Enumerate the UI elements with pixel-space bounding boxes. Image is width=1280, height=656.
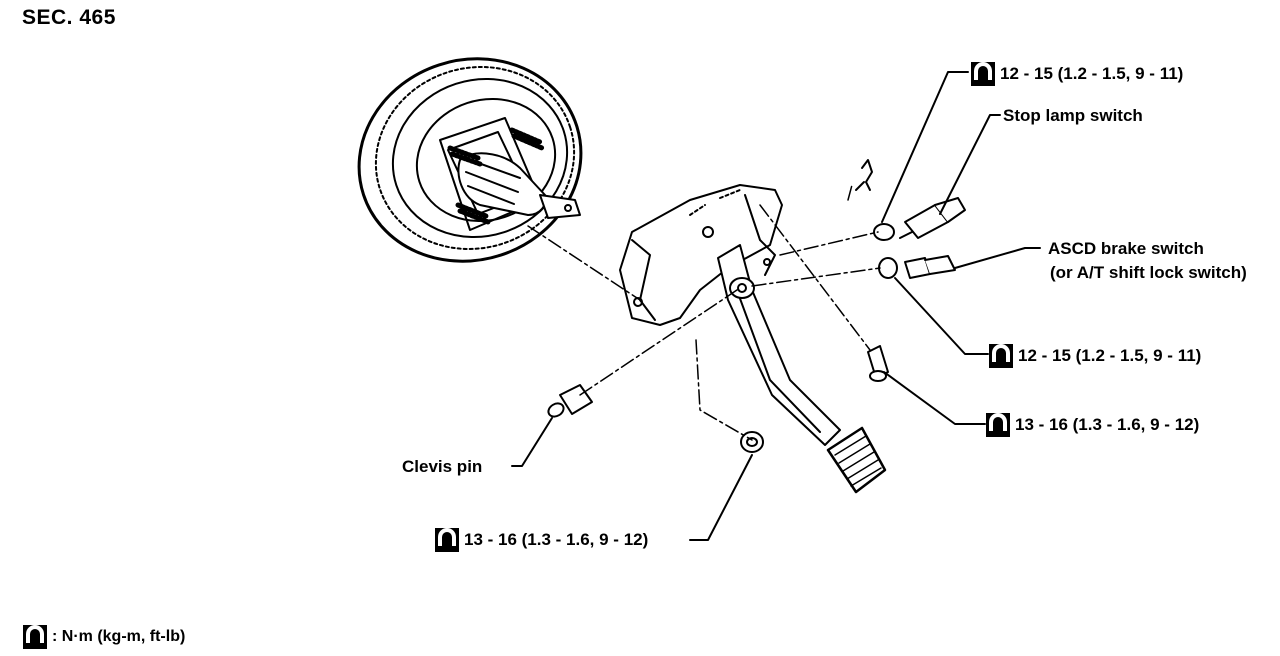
torque-units-legend: : N·m (kg-m, ft-lb) (22, 624, 185, 650)
brake-pedal-arm (717, 244, 841, 446)
torque-wrench-icon (989, 344, 1013, 368)
torque-wrench-icon (23, 625, 47, 649)
torque-callout-stop-lamp-nut: 12 - 15 (1.2 - 1.5, 9 - 11) (970, 61, 1183, 87)
torque-value: 13 - 16 (1.3 - 1.6, 9 - 12) (464, 530, 649, 549)
torque-wrench-icon (435, 528, 459, 552)
torque-wrench-icon (986, 413, 1010, 437)
torque-callout-ascd-nut: 12 - 15 (1.2 - 1.5, 9 - 11) (988, 343, 1201, 369)
torque-value: 12 - 15 (1.2 - 1.5, 9 - 11) (1018, 346, 1202, 365)
pedal-nut (740, 431, 764, 453)
torque-callout-bracket-bolt: 13 - 16 (1.3 - 1.6, 9 - 12) (985, 412, 1199, 438)
torque-callout-pedal-nut: 13 - 16 (1.3 - 1.6, 9 - 12) (434, 527, 648, 553)
torque-wrench-icon (971, 62, 995, 86)
torque-value: 13 - 16 (1.3 - 1.6, 9 - 12) (1015, 415, 1200, 434)
clip-mark (855, 159, 873, 191)
ascd-brake-switch-label: ASCD brake switch (1048, 239, 1204, 258)
pedal-bracket (619, 184, 783, 326)
bracket-bolt (867, 345, 889, 382)
brake-booster (357, 57, 583, 263)
pedal-pad (826, 426, 887, 494)
centerlines (527, 184, 881, 441)
ascd-brake-switch (878, 255, 956, 279)
clevis-pin (547, 384, 593, 418)
clevis-pin-label: Clevis pin (402, 457, 483, 476)
stop-lamp-switch (873, 197, 966, 241)
legend-units-text: : N·m (kg-m, ft-lb) (52, 628, 186, 645)
ascd-brake-switch-alt-label: (or A/T shift lock switch) (1050, 263, 1247, 282)
stop-lamp-switch-label: Stop lamp switch (1003, 106, 1143, 125)
leader-lines (511, 71, 1041, 541)
torque-value: 12 - 15 (1.2 - 1.5, 9 - 11) (1000, 64, 1184, 83)
section-number: SEC. 465 (22, 6, 116, 29)
